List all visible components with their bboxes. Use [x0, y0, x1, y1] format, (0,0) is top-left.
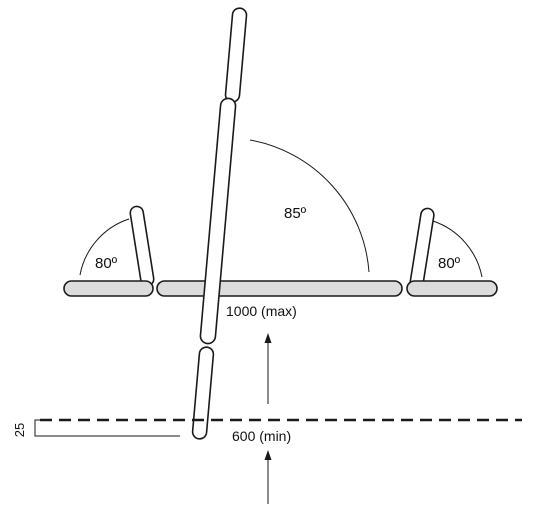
max-width-arrow-head [264, 333, 272, 343]
min-width-label: 600 (min) [232, 428, 291, 444]
center-angle-arc [249, 139, 370, 273]
max-width-label: 1000 (max) [226, 303, 297, 319]
right-angle-arc [432, 220, 483, 278]
left-upright-rest [129, 205, 155, 287]
min-width-arrow-head [264, 450, 272, 460]
left-angle-label: 80º [95, 255, 118, 272]
incline-bottom-segment [191, 346, 215, 440]
left-bed-segment [63, 280, 154, 297]
incline-middle-segment [199, 97, 237, 345]
offset-bracket [34, 419, 180, 437]
right-upright-rest [409, 207, 435, 291]
left-angle-arc [79, 218, 130, 276]
offset-label: 25 [12, 423, 27, 437]
center-bed-segment [156, 280, 403, 297]
right-angle-label: 80º [438, 255, 461, 272]
incline-top-segment [224, 7, 248, 103]
right-bed-segment [406, 280, 498, 297]
center-angle-label: 85º [284, 205, 307, 222]
